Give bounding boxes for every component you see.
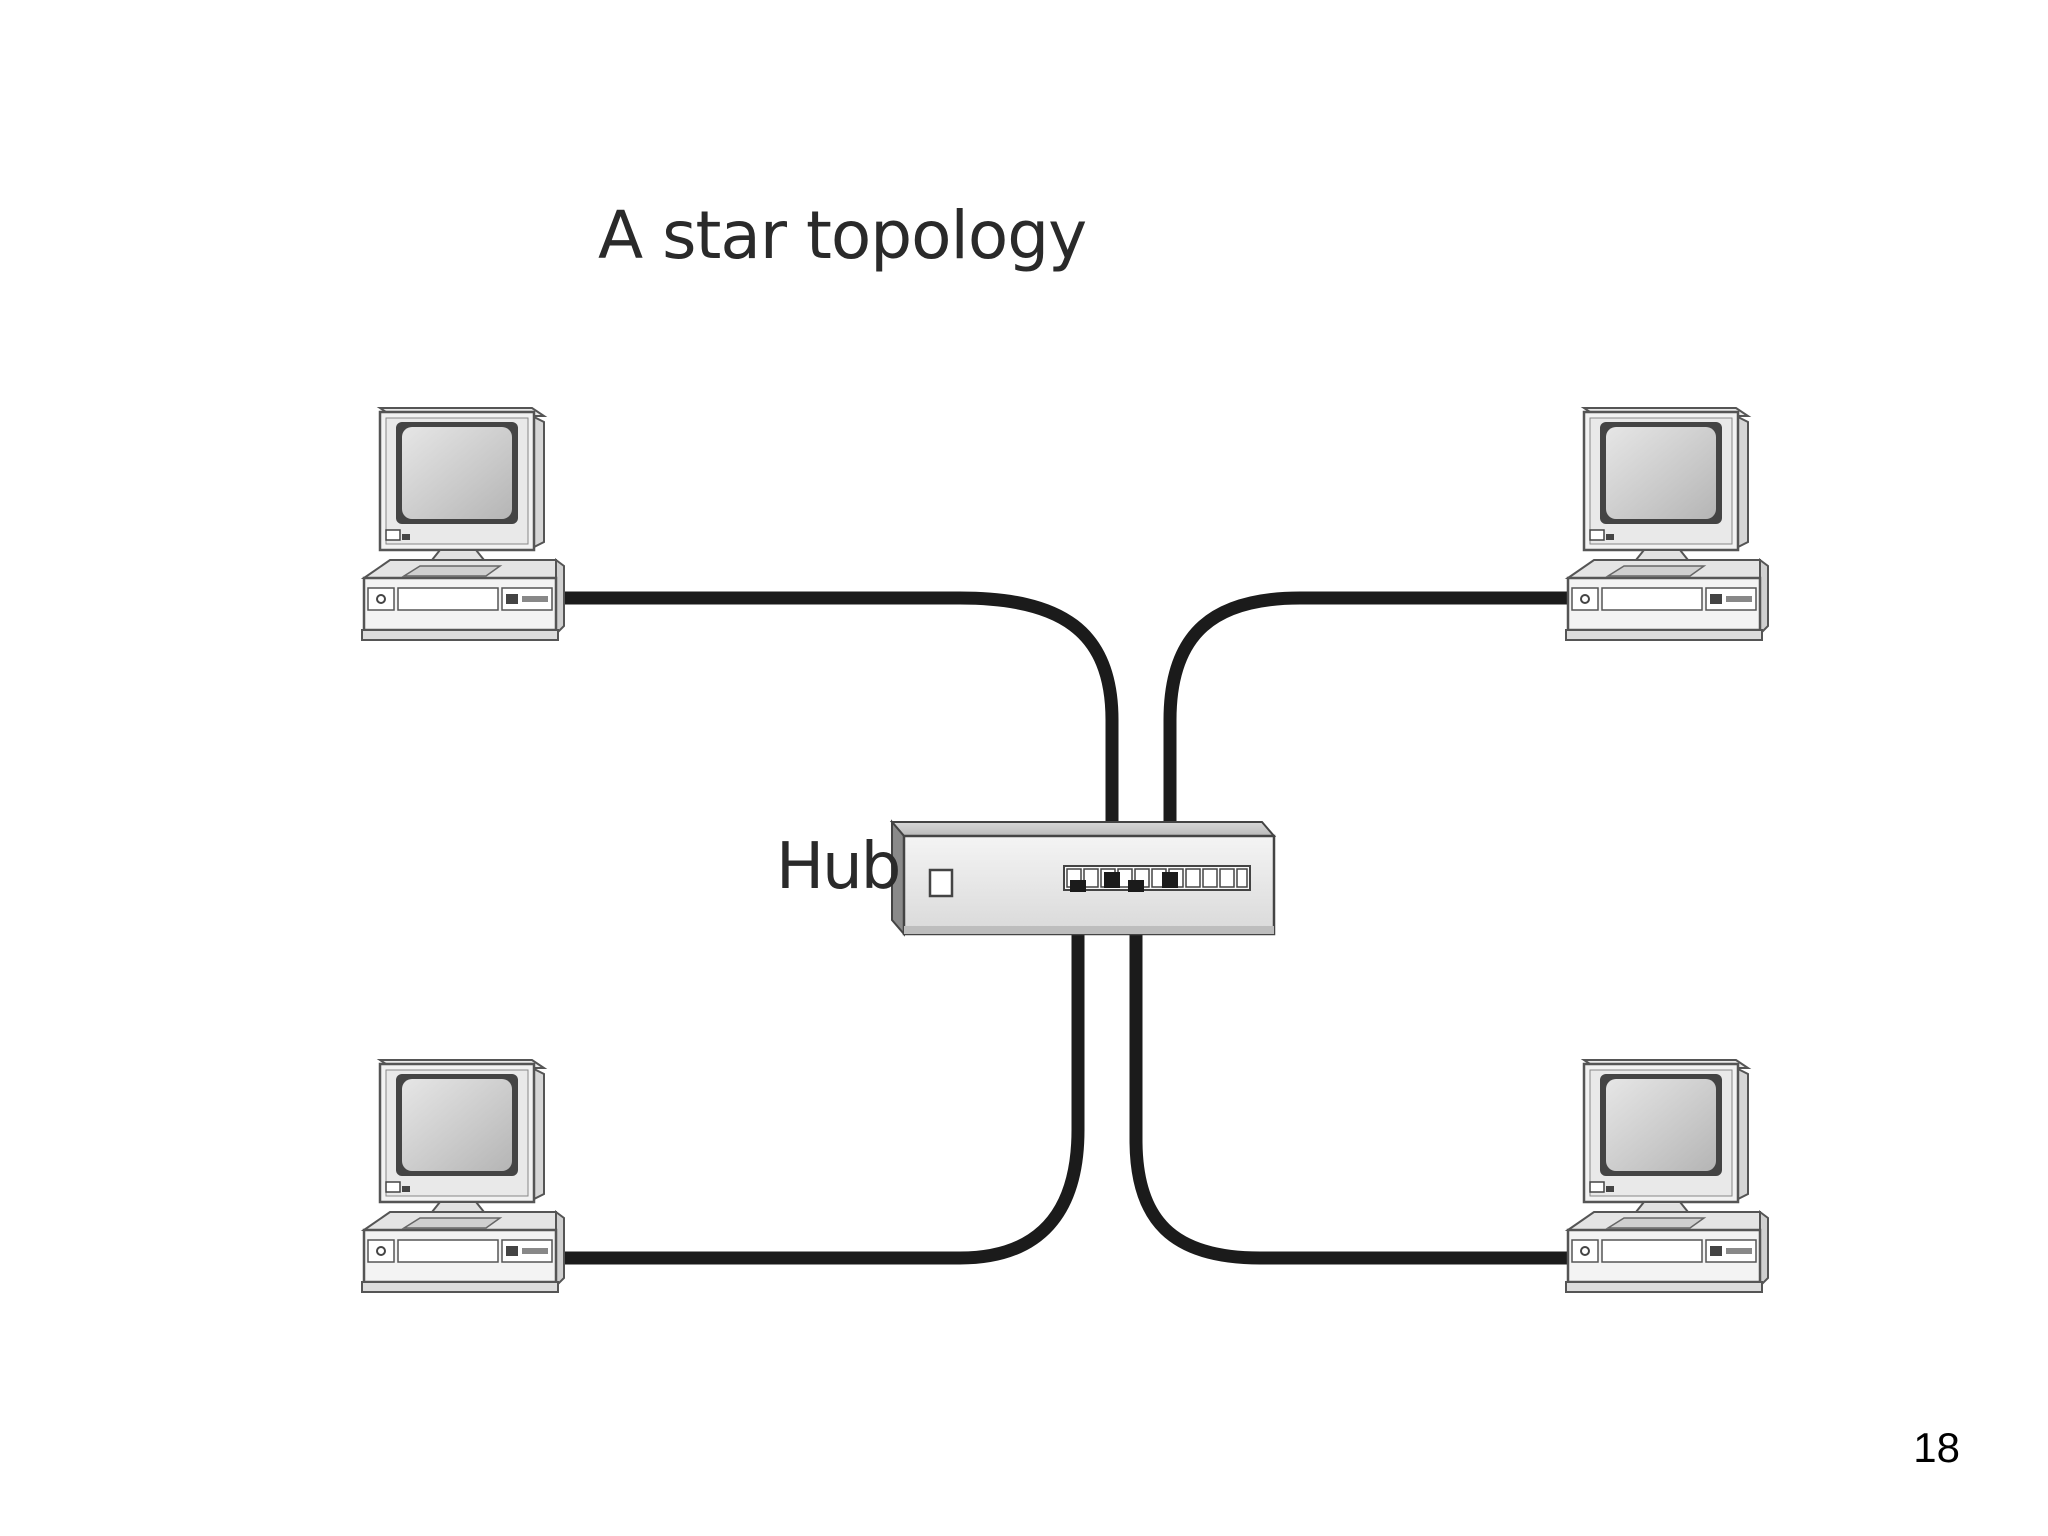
computer-top-right (1564, 406, 1770, 642)
cable-bottom-right (1129, 882, 1580, 1265)
diagram-title: A star topology (598, 197, 1086, 274)
hub-ports (1066, 868, 1248, 888)
cable-top-right (1163, 591, 1580, 880)
cable-bottom-left (556, 882, 1085, 1265)
computer-bottom-right (1564, 1058, 1770, 1294)
hub (889, 819, 1277, 937)
page-number: 18 (1913, 1424, 1960, 1471)
cable-top-left (556, 591, 1119, 880)
computer-bottom-left (360, 1058, 566, 1294)
hub-label: Hub (776, 830, 899, 904)
computer-top-left (360, 406, 566, 642)
